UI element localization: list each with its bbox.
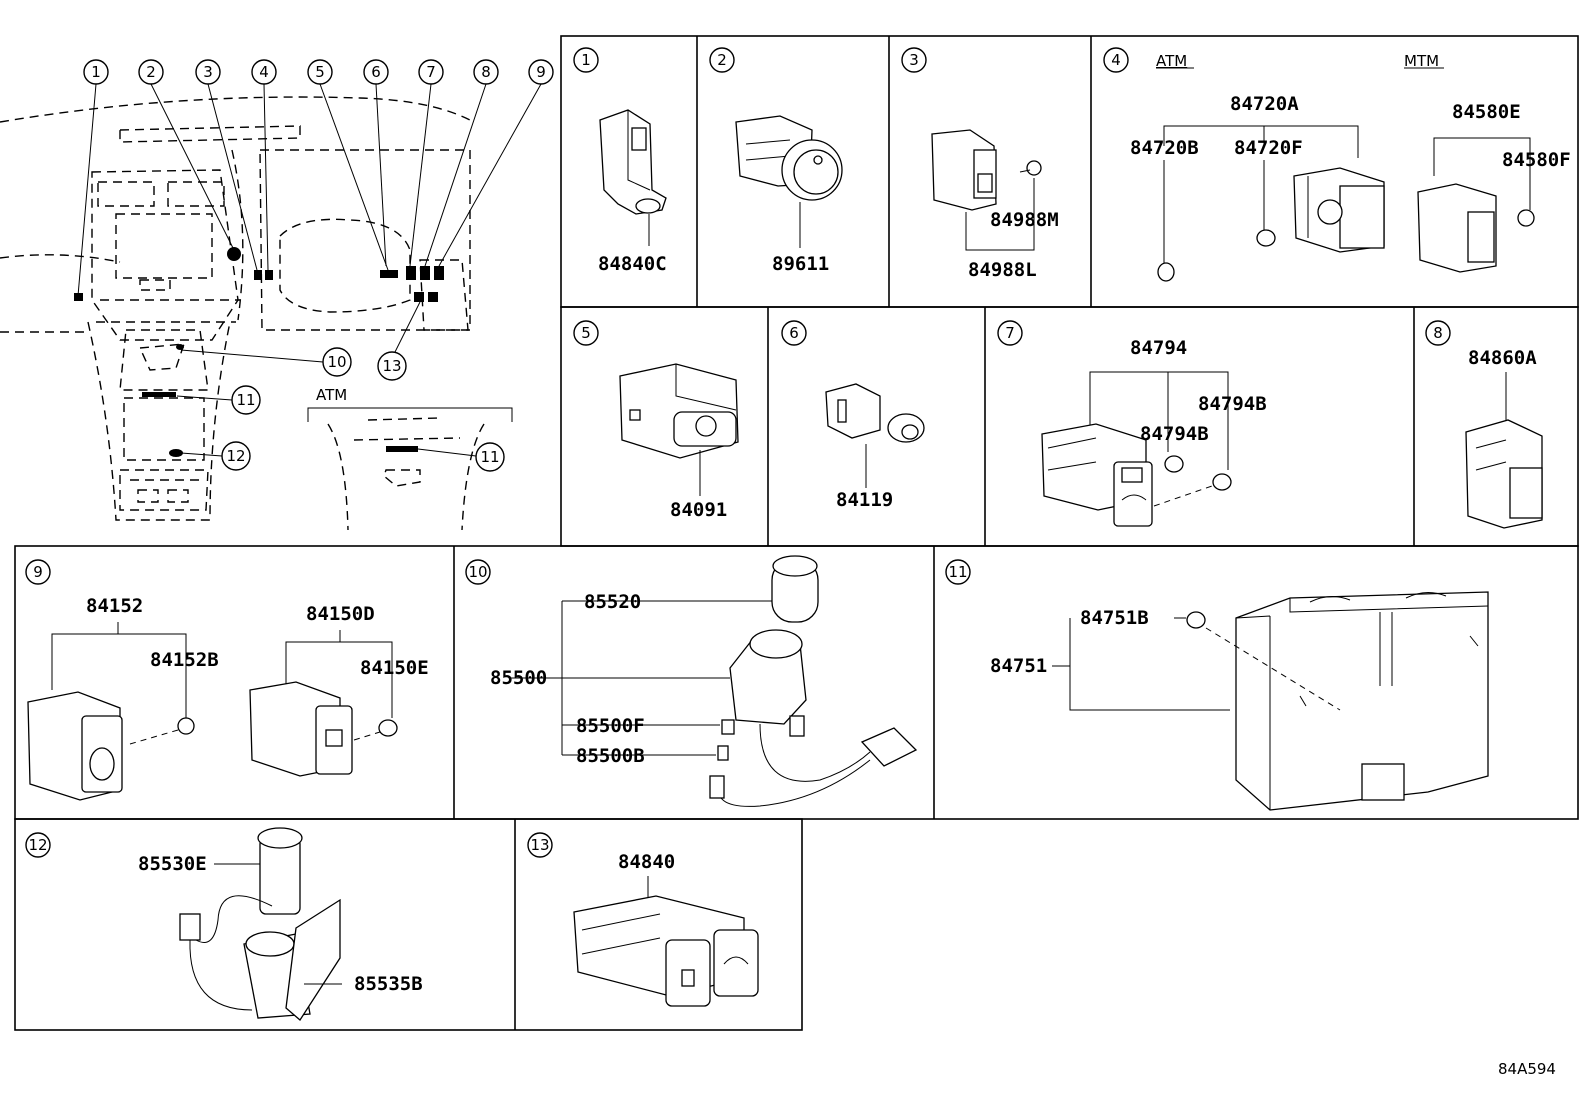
- callout-1: 1: [83, 59, 109, 85]
- part-84988M: 84988M: [990, 209, 1059, 231]
- panel-12: 12 85530E 85535B: [25, 827, 423, 1021]
- panel-7: 7 84794 84794B 84794B: [997, 320, 1267, 527]
- part-84152B: 84152B: [150, 649, 219, 671]
- part-84119: 84119: [836, 489, 893, 511]
- overview-callouts: 1 2 3 4 5 6 7 8 9 10 11 12 13 11 ATM: [83, 59, 554, 472]
- panel-3-number: 3: [909, 51, 919, 69]
- part-84860A: 84860A: [1468, 347, 1537, 369]
- part-84840: 84840: [618, 851, 675, 873]
- callout-2: 2: [138, 59, 164, 85]
- panel-3: 3 84988M 84988L: [901, 47, 1059, 281]
- svg-text:9: 9: [536, 63, 546, 81]
- part-84988L: 84988L: [968, 259, 1037, 281]
- panel-9: 9 84152 84152B 84150D 84150E: [25, 559, 429, 801]
- callout-11: 11: [231, 385, 261, 415]
- callout-6: 6: [363, 59, 389, 85]
- svg-text:6: 6: [371, 63, 381, 81]
- panel-11-number: 11: [948, 563, 967, 581]
- panel-6: 6 84119: [781, 320, 925, 511]
- part-85500B: 85500B: [576, 745, 645, 767]
- part-84794: 84794: [1130, 337, 1187, 359]
- svg-text:10: 10: [327, 353, 346, 371]
- panel-5-number: 5: [581, 324, 591, 342]
- panel-8-number: 8: [1433, 324, 1443, 342]
- svg-text:5: 5: [315, 63, 325, 81]
- reference-code: 84A594: [1498, 1060, 1556, 1078]
- svg-text:11: 11: [480, 448, 499, 466]
- svg-text:7: 7: [426, 63, 436, 81]
- svg-text:2: 2: [146, 63, 156, 81]
- panel-8: 8 84860A: [1425, 320, 1543, 529]
- overview-leaders: [77, 83, 542, 457]
- panel-1-number: 1: [581, 51, 591, 69]
- svg-text:3: 3: [203, 63, 213, 81]
- callout-9: 9: [528, 59, 554, 85]
- part-85500: 85500: [490, 667, 547, 689]
- panel-12-number: 12: [28, 836, 47, 854]
- svg-text:8: 8: [481, 63, 491, 81]
- part-84152: 84152: [86, 595, 143, 617]
- callout-10: 10: [322, 347, 352, 377]
- svg-text:12: 12: [226, 447, 245, 465]
- panel-1: 1 84840C: [573, 47, 667, 275]
- panel-4-atm: ATM: [1156, 52, 1187, 70]
- panel-frames: [14, 35, 1579, 1031]
- part-84794B-inner: 84794B: [1140, 423, 1209, 445]
- panel-13-number: 13: [530, 836, 549, 854]
- panel-5: 5 84091: [573, 320, 739, 521]
- part-85530E: 85530E: [138, 853, 207, 875]
- atm-label: ATM: [316, 386, 347, 404]
- svg-text:1: 1: [91, 63, 101, 81]
- panel-2-number: 2: [717, 51, 727, 69]
- panel-10-number: 10: [468, 563, 487, 581]
- svg-text:11: 11: [236, 391, 255, 409]
- callout-12: 12: [221, 441, 251, 471]
- panel-4-mtm: MTM: [1404, 52, 1439, 70]
- callout-5: 5: [307, 59, 333, 85]
- panel-7-number: 7: [1005, 324, 1015, 342]
- dashboard-overview: [0, 96, 513, 531]
- part-84091: 84091: [670, 499, 727, 521]
- callout-11-atm: 11: [475, 442, 505, 472]
- panel-4-number: 4: [1111, 51, 1121, 69]
- part-85520: 85520: [584, 591, 641, 613]
- panel-4: 4 ATM MTM 84720A 84720B 84720F 84580E 84…: [1103, 47, 1571, 282]
- callout-8: 8: [473, 59, 499, 85]
- panel-10: 10 85520 85500 85500F 85500B: [465, 555, 918, 807]
- callout-4: 4: [251, 59, 277, 85]
- part-89611: 89611: [772, 253, 829, 275]
- panel-9-number: 9: [33, 563, 43, 581]
- part-84150D: 84150D: [306, 603, 375, 625]
- svg-text:4: 4: [259, 63, 269, 81]
- callout-7: 7: [418, 59, 444, 85]
- part-84580F: 84580F: [1502, 149, 1571, 171]
- svg-text:13: 13: [382, 357, 401, 375]
- part-84751B: 84751B: [1080, 607, 1149, 629]
- part-84794B-outer: 84794B: [1198, 393, 1267, 415]
- callout-3: 3: [195, 59, 221, 85]
- panel-11: 11 84751B 84751: [945, 559, 1489, 811]
- part-84840C: 84840C: [598, 253, 667, 275]
- part-84720B: 84720B: [1130, 137, 1199, 159]
- callout-13: 13: [377, 351, 407, 381]
- part-84751: 84751: [990, 655, 1047, 677]
- panel-13: 13 84840: [527, 832, 759, 1007]
- panel-2: 2 89611: [709, 47, 843, 275]
- panel-6-number: 6: [789, 324, 799, 342]
- part-84150E: 84150E: [360, 657, 429, 679]
- part-85500F: 85500F: [576, 715, 645, 737]
- part-84720A: 84720A: [1230, 93, 1299, 115]
- part-84580E: 84580E: [1452, 101, 1521, 123]
- part-85535B: 85535B: [354, 973, 423, 995]
- part-84720F: 84720F: [1234, 137, 1303, 159]
